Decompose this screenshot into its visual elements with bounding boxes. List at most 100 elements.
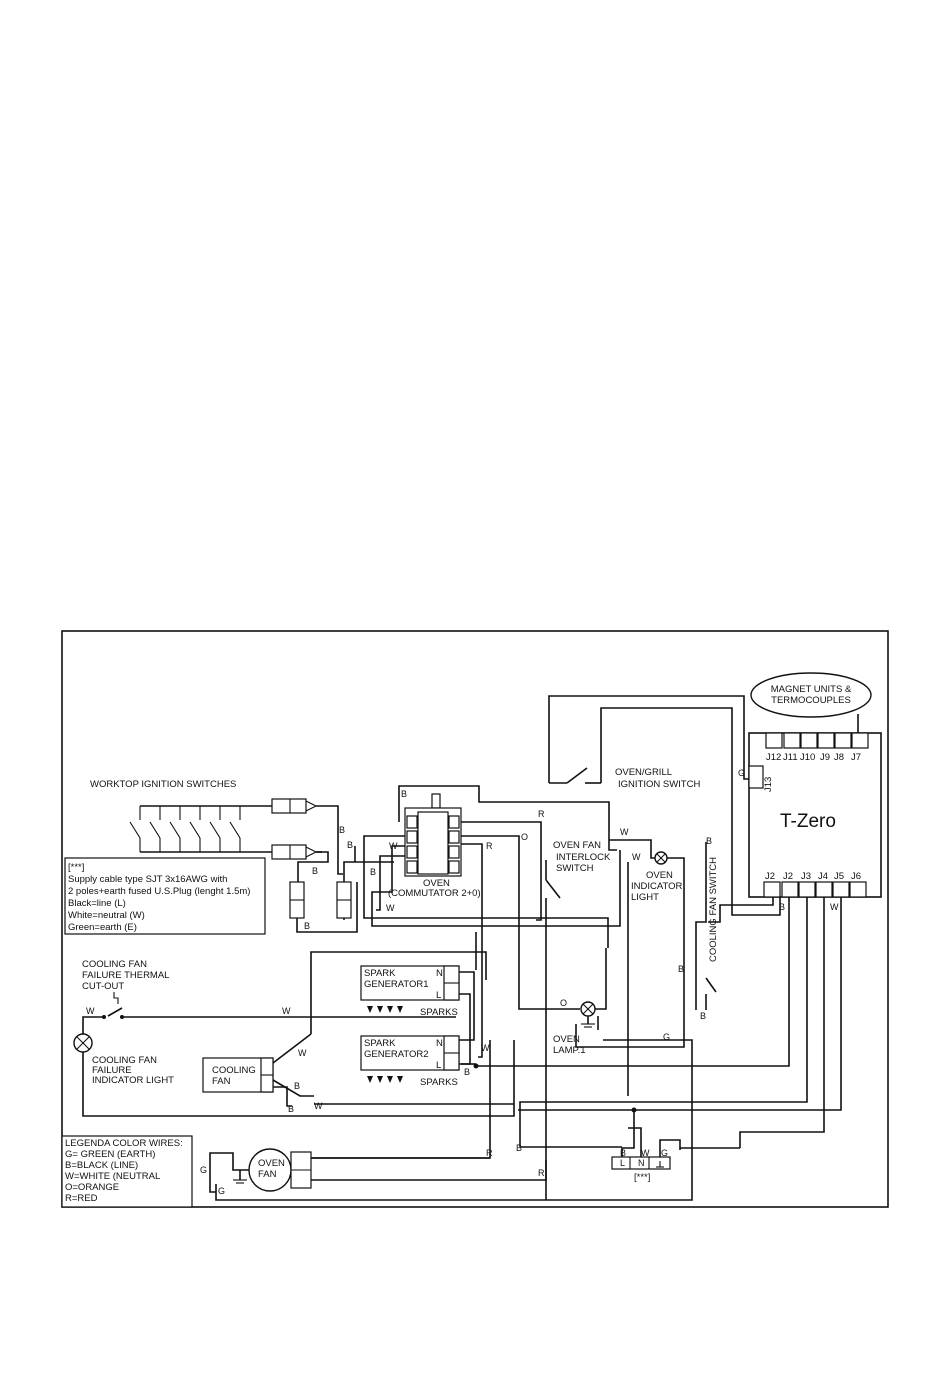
note-line-5: White=neutral (W) <box>68 910 145 921</box>
svg-text:W: W <box>620 827 629 837</box>
spark1-label-2: GENERATOR1 <box>364 979 429 990</box>
lamp-label-1: OVEN <box>553 1034 580 1045</box>
svg-text:W: W <box>641 1148 650 1158</box>
cutout-label-2: FAILURE THERMAL <box>82 970 169 981</box>
legend-line-3: B=BLACK (LINE) <box>65 1160 138 1171</box>
cutout-label-3: CUT-OUT <box>82 981 124 992</box>
tzero-board <box>748 732 882 898</box>
svg-text:B: B <box>464 1067 470 1077</box>
oven-fan-label-1: OVEN <box>258 1158 285 1169</box>
failure-label-2: FAILURE <box>92 1065 132 1076</box>
legend-line-4: W=WHITE (NEUTRAL <box>65 1171 160 1182</box>
svg-text:W: W <box>282 1006 291 1016</box>
svg-text:L: L <box>436 1060 441 1071</box>
oven-grill-ignition-switch <box>548 695 781 916</box>
svg-text:G: G <box>663 1032 670 1042</box>
cooling-fan-label-1: COOLING <box>212 1065 256 1076</box>
interlock-label-2: INTERLOCK <box>556 852 611 863</box>
color-legend <box>61 1135 193 1208</box>
spark2-electrodes <box>367 1076 403 1083</box>
svg-text:W: W <box>632 852 641 862</box>
connector-j7: J7 <box>851 752 861 763</box>
spark1-label-1: SPARK <box>364 968 396 979</box>
svg-text:B: B <box>288 1104 294 1114</box>
note-line-6: Green=earth (E) <box>68 922 137 933</box>
indicator-label-1: OVEN <box>646 870 673 881</box>
indicator-label-2: INDICATOR <box>631 881 683 892</box>
svg-text:W: W <box>86 1006 95 1016</box>
connector-j13-box <box>748 765 764 789</box>
oven-commutator <box>404 793 462 877</box>
connector-j4: J4 <box>818 871 828 882</box>
svg-text:L: L <box>436 990 441 1001</box>
connector-j2a: J2 <box>765 871 775 882</box>
connector-j12: J12 <box>766 752 781 763</box>
svg-text:W: W <box>386 903 395 913</box>
magnet-units-ellipse <box>750 672 872 718</box>
note-line-1: [***] <box>68 862 84 873</box>
sparks-label-1: SPARKS <box>420 1007 458 1018</box>
plug-note: [***] <box>634 1172 650 1183</box>
svg-text:W: W <box>314 1101 323 1111</box>
oven-grill-label-1: OVEN/GRILL <box>615 767 672 778</box>
connector-j6: J6 <box>851 871 861 882</box>
svg-text:B: B <box>312 866 318 876</box>
connector-j9: J9 <box>820 752 830 763</box>
svg-text:B: B <box>401 789 407 799</box>
interlock-label-3: SWITCH <box>556 863 594 874</box>
svg-text:B: B <box>779 902 785 912</box>
svg-text:N: N <box>638 1158 645 1168</box>
spark-generator-2 <box>360 1035 460 1071</box>
connector-j2b: J2 <box>783 871 793 882</box>
thermal-cutout-switch <box>102 992 124 1019</box>
svg-text:B: B <box>294 1081 300 1091</box>
svg-text:W: W <box>389 841 398 851</box>
svg-text:B: B <box>339 825 345 835</box>
supply-cable-note <box>64 857 266 935</box>
note-line-2: Supply cable type SJT 3x16AWG with <box>68 874 227 885</box>
cooling-fan-label-2: FAN <box>212 1076 231 1087</box>
magnet-units-label-2: TERMOCOUPLES <box>771 695 851 706</box>
tzero-bottom-connectors <box>763 881 867 898</box>
svg-text:B: B <box>620 1148 626 1158</box>
svg-text:L: L <box>620 1158 625 1168</box>
svg-text:R: R <box>538 809 545 819</box>
tzero-top-connectors <box>765 732 869 749</box>
oven-fan-label-2: FAN <box>258 1169 277 1180</box>
connector-j11: J11 <box>783 752 798 763</box>
svg-text:R: R <box>486 1148 493 1158</box>
svg-text:W: W <box>481 1043 490 1053</box>
lamp-label-2: LAMP.1 <box>553 1045 586 1056</box>
failure-label-1: COOLING FAN <box>92 1055 157 1066</box>
svg-text:G: G <box>661 1148 668 1158</box>
cutout-label-1: COOLING FAN <box>82 959 147 970</box>
svg-text:O: O <box>521 832 528 842</box>
legend-line-2: G= GREEN (EARTH) <box>65 1149 155 1160</box>
tzero-label: T-Zero <box>780 811 836 832</box>
indicator-label-3: LIGHT <box>631 892 659 903</box>
svg-text:B: B <box>706 836 712 846</box>
svg-text:G: G <box>738 768 745 778</box>
svg-text:B: B <box>304 921 310 931</box>
worktop-switches-label: WORKTOP IGNITION SWITCHES <box>90 779 236 790</box>
svg-text:B: B <box>370 867 376 877</box>
failure-label-3: INDICATOR LIGHT <box>92 1075 174 1086</box>
svg-text:B: B <box>678 964 684 974</box>
spark-generator-1 <box>360 965 460 1001</box>
svg-text:R: R <box>538 1168 545 1178</box>
connector-j3: J3 <box>801 871 811 882</box>
connector-j8: J8 <box>834 752 844 763</box>
note-line-3: 2 poles+earth fused U.S.Plug (lenght 1.5… <box>68 886 250 897</box>
svg-text:W: W <box>298 1048 307 1058</box>
svg-text:G: G <box>218 1186 225 1196</box>
oven-commutator-label-1: OVEN <box>423 878 450 889</box>
oven-grill-label-2: IGNITION SWITCH <box>618 779 700 790</box>
svg-text:O: O <box>560 998 567 1008</box>
svg-text:R: R <box>486 841 493 851</box>
note-line-4: Black=line (L) <box>68 898 126 909</box>
svg-text:W: W <box>830 902 839 912</box>
svg-text:B: B <box>347 840 353 850</box>
spark1-electrodes <box>367 1006 403 1013</box>
svg-text:G: G <box>200 1165 207 1175</box>
